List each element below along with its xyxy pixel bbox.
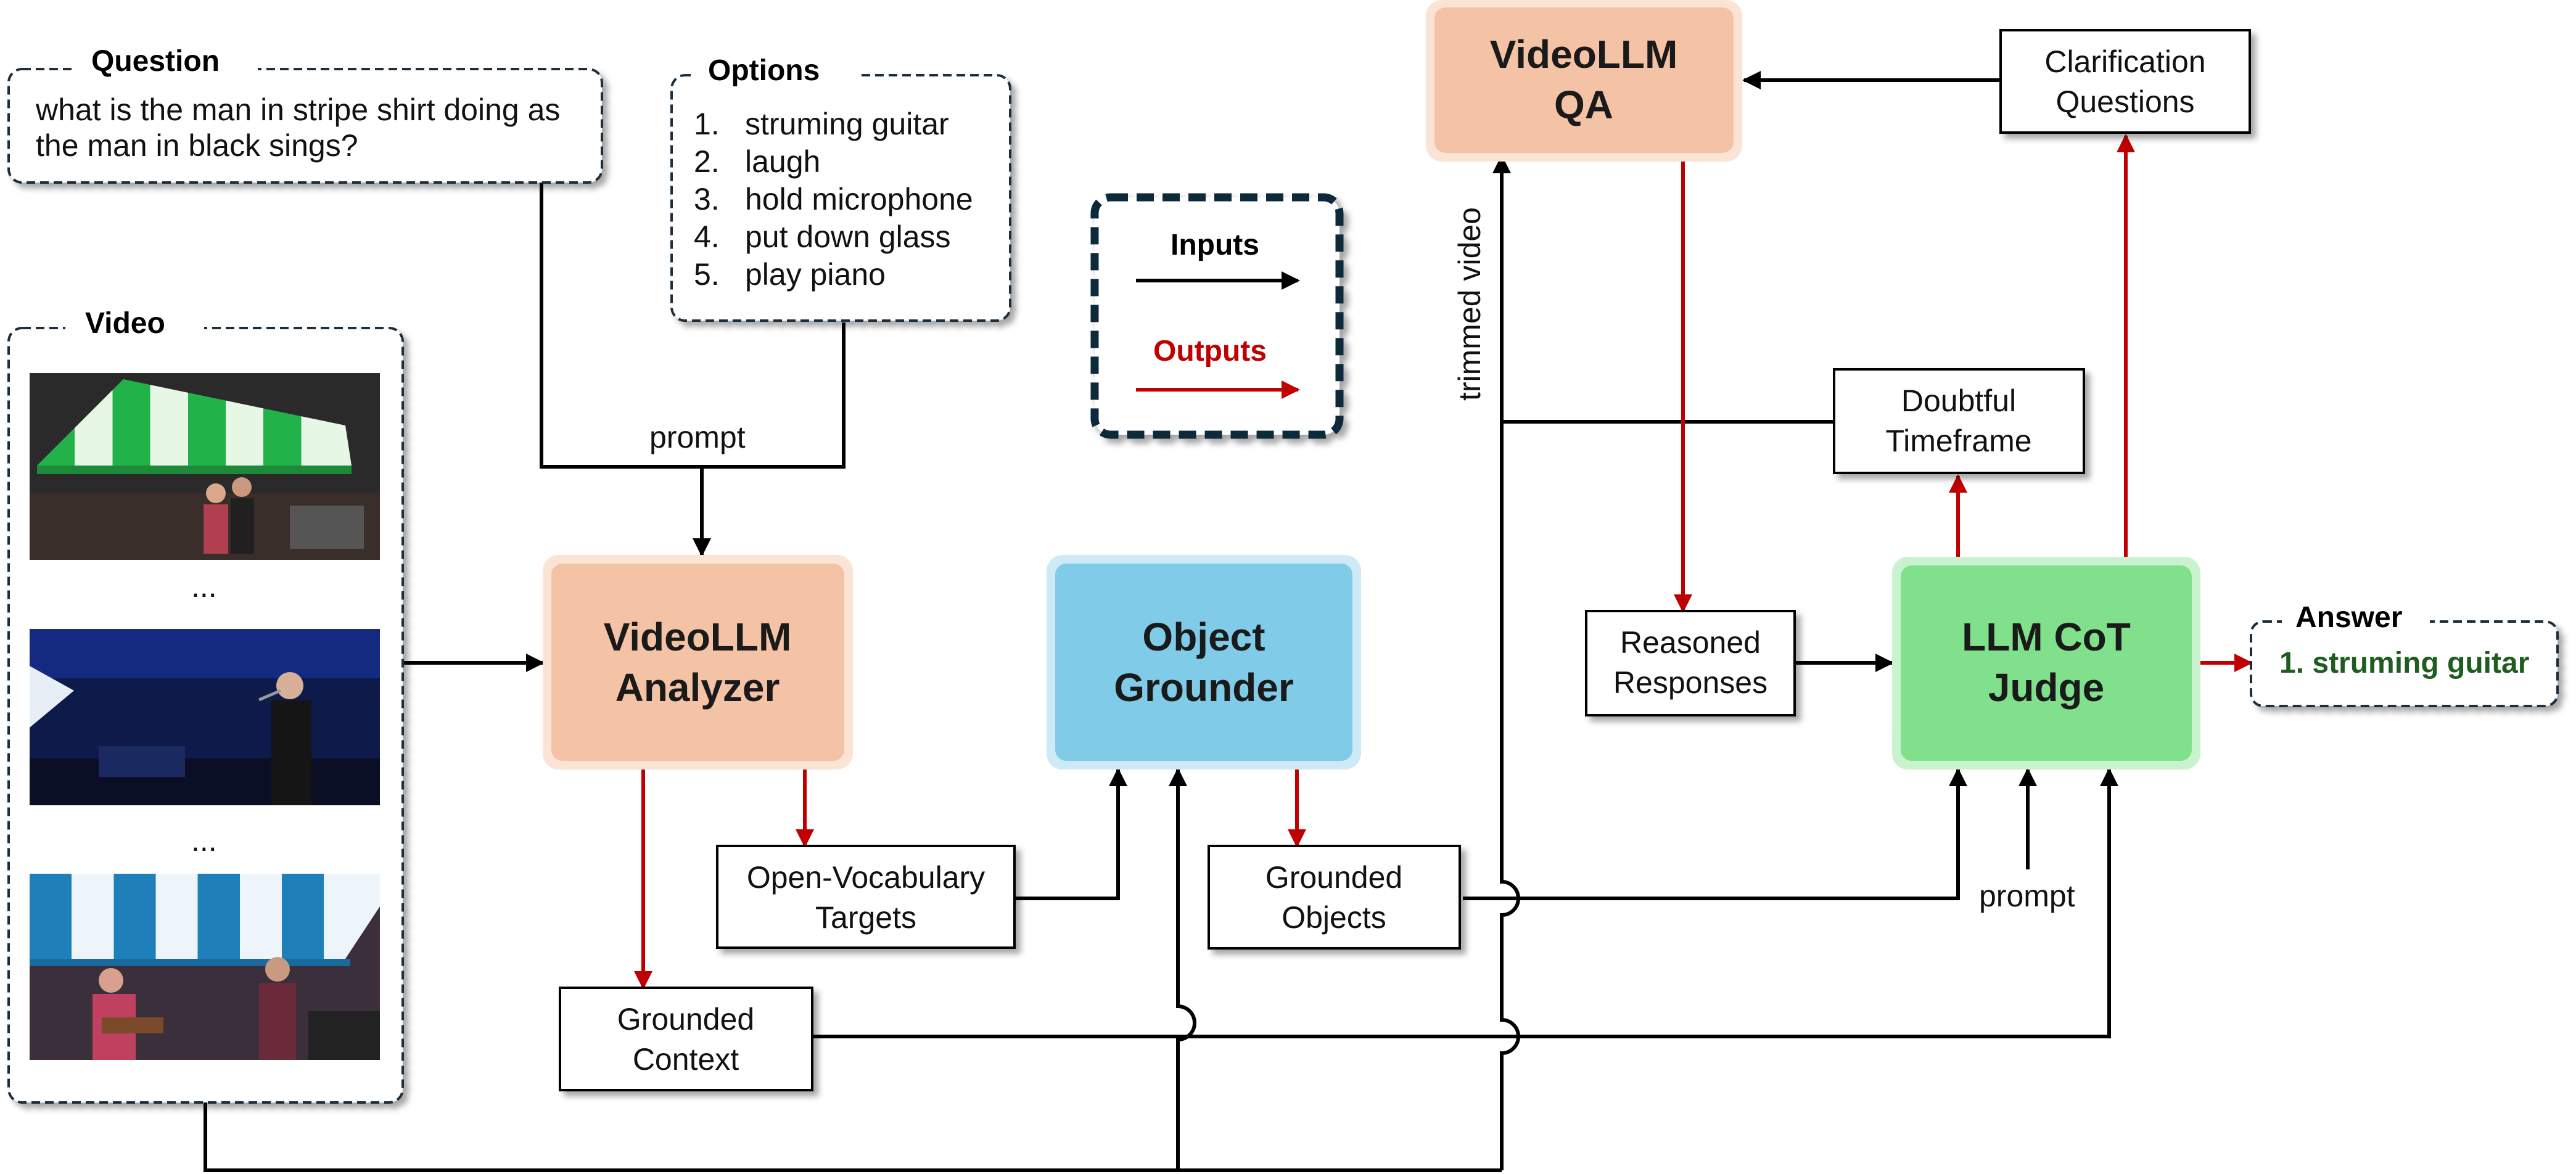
qa-line1: VideoLLM [1490,32,1678,76]
qa-line2: QA [1554,83,1613,127]
option-4-text: put down glass [745,220,951,254]
open-vocabulary-targets-box: Open-Vocabulary Targets [716,845,1016,949]
video-panel: Video ... ... [7,307,404,1104]
video-title: Video [85,307,165,340]
question-panel: Question what is the man in stripe shirt… [7,45,603,184]
grounder-line2: Grounder [1114,665,1294,710]
question-text-line2: the man in black sings? [36,128,358,163]
videollm-qa-module: VideoLLM QA [1426,0,1742,162]
grounder-line1: Object [1142,615,1265,659]
trimmed-video-label: trimmed video [1452,207,1487,401]
input-connectors [204,71,2118,1172]
video-ellipsis-2: ... [191,823,217,858]
video-ellipsis-1: ... [191,569,217,604]
option-2-text: laugh [745,144,820,179]
video-frame-1 [30,373,380,560]
targets-to-grounder-arrow [1014,768,1127,900]
prompt-label-right: prompt [1979,879,2075,913]
option-3-number: 3. [694,182,720,216]
options-title: Options [708,54,820,87]
question-to-prompt-line [540,183,846,469]
legend-outputs-label: Outputs [1153,335,1267,367]
reasoned-line2: Responses [1613,665,1767,700]
options-panel: Options 1. struming guitar 2. laugh 3. h… [670,54,1011,322]
reasoned-responses-box: Reasoned Responses [1585,610,1796,716]
doubtful-timeframe-box: Doubtful Timeframe [1833,368,2085,474]
question-title: Question [91,45,220,78]
answer-title: Answer [2295,601,2402,634]
grounded-context-box: Grounded Context [559,987,813,1091]
option-1-text: struming guitar [745,107,949,141]
doubtful-line2: Timeframe [1885,424,2031,458]
output-connectors [634,134,2253,990]
judge-line2: Judge [1988,665,2104,710]
clarification-line2: Questions [2055,84,2194,119]
video-to-grounder-arrow [1169,768,1196,1170]
options-list: 1. struming guitar 2. laugh 3. hold micr… [694,107,973,292]
context-to-judge-arrow [812,768,2118,1038]
object-grounder-module: Object Grounder [1047,555,1361,770]
videollm-analyzer-module: VideoLLM Analyzer [543,555,853,770]
llm-cot-judge-module: LLM CoT Judge [1892,557,2200,770]
video-frame-2 [30,629,380,805]
reasoned-line1: Reasoned [1620,625,1761,660]
question-text-line1: what is the man in stripe shirt doing as [35,92,560,127]
option-1-number: 1. [694,107,720,141]
grounded-objects-box: Grounded Objects [1208,845,1461,950]
grounded-context-line1: Grounded [617,1002,754,1036]
video-frame-3 [30,874,380,1060]
legend-inputs-label: Inputs [1171,229,1259,261]
analyzer-line1: VideoLLM [604,615,792,659]
trimmed-video-arrow [1492,155,1520,1170]
objects-to-judge-arrow [1463,768,1967,900]
open-vocab-line1: Open-Vocabulary [747,860,985,895]
option-5-number: 5. [694,257,720,292]
clarification-line1: Clarification [2044,44,2205,79]
prompt-label-left: prompt [649,420,746,454]
answer-text: 1. struming guitar [2279,647,2529,679]
option-5-text: play piano [745,257,886,292]
doubtful-line1: Doubtful [1901,384,2016,418]
grounded-objects-line2: Objects [1282,900,1386,935]
open-vocab-line2: Targets [815,900,916,935]
option-4-number: 4. [694,220,720,254]
clarification-questions-box: Clarification Questions [1999,29,2251,134]
answer-panel: Answer 1. struming guitar [2250,601,2559,707]
grounded-objects-line1: Grounded [1265,860,1402,895]
analyzer-line2: Analyzer [615,665,780,710]
option-2-number: 2. [694,144,720,179]
judge-line1: LLM CoT [1962,615,2131,659]
grounded-context-line2: Context [633,1042,739,1077]
option-3-text: hold microphone [745,182,973,216]
video-bottom-bus [204,1102,1502,1172]
legend: Inputs Outputs [1090,193,1344,439]
